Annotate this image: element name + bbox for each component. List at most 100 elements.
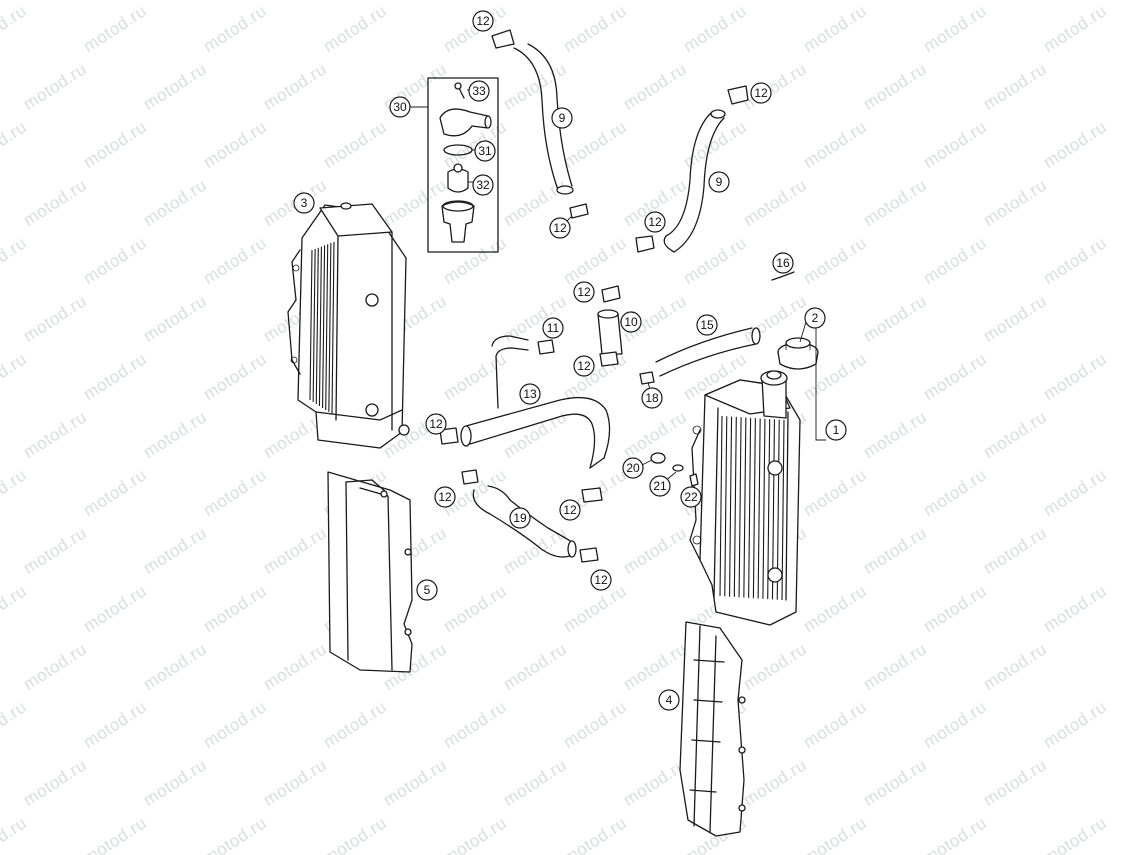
callout-4-label: 4: [666, 693, 673, 707]
callout-10-label: 10: [624, 315, 638, 329]
leader-1: [815, 318, 826, 441]
callout-12-b-label: 12: [754, 86, 768, 100]
connector-pipe-10: [597, 285, 623, 367]
callout-9-right: 9: [708, 171, 730, 193]
callout-12-c: 12: [549, 217, 571, 239]
callout-15-label: 15: [700, 318, 714, 332]
callout-13-label: 13: [523, 387, 537, 401]
hose-11: [491, 335, 555, 409]
radiator-fin: [743, 417, 747, 598]
left-radiator: [287, 202, 410, 449]
callout-22-label: 22: [684, 490, 698, 504]
callout-20-label: 20: [626, 461, 640, 475]
callout-11-label: 11: [547, 321, 560, 335]
callout-9-left-label: 9: [559, 111, 566, 125]
radiator-fin: [757, 418, 761, 599]
callout-4: 4: [658, 689, 680, 711]
callout-20: 20: [622, 457, 644, 479]
callout-2: 2: [804, 307, 826, 329]
callout-12-a-label: 12: [476, 14, 490, 28]
callout-12-e-label: 12: [577, 285, 591, 299]
radiator-fin: [318, 246, 322, 407]
callout-33-label: 33: [472, 84, 486, 98]
callout-1: 1: [825, 419, 847, 441]
radiator-fin: [322, 245, 326, 409]
callout-12-g-label: 12: [429, 417, 443, 431]
callout-1-label: 1: [833, 423, 840, 437]
callout-19-label: 19: [513, 511, 527, 525]
callout-16: 16: [772, 252, 794, 274]
callout-5-label: 5: [424, 583, 431, 597]
callout-30: 30: [389, 96, 411, 118]
callout-12-b: 12: [750, 82, 772, 104]
hose-13: [439, 396, 611, 503]
callout-12-h-label: 12: [438, 490, 452, 504]
callout-3: 3: [293, 192, 315, 214]
radiator-fin: [752, 418, 756, 599]
callout-13: 13: [519, 383, 541, 405]
radiator-fin: [724, 416, 728, 597]
callout-12-c-label: 12: [553, 221, 567, 235]
callout-5: 5: [416, 579, 438, 601]
callout-11: 11: [542, 317, 564, 339]
radiator-fin: [728, 416, 733, 597]
callout-12-g: 12: [425, 413, 447, 435]
left-radiator-guard: [327, 471, 413, 673]
callout-3-label: 3: [301, 196, 308, 210]
callout-31-label: 31: [478, 144, 492, 158]
callout-30-label: 30: [393, 100, 407, 114]
callout-12-a: 12: [472, 10, 494, 32]
thermostat-assembly: [410, 77, 499, 253]
callout-21-label: 21: [653, 479, 667, 493]
right-radiator: [689, 370, 801, 626]
callout-19: 19: [509, 507, 531, 529]
callout-18-label: 18: [645, 391, 659, 405]
callout-22: 22: [680, 486, 702, 508]
radiator-fin: [315, 247, 319, 405]
radiator-fin: [762, 418, 766, 599]
callout-21: 21: [649, 475, 671, 497]
radiator-fin: [781, 419, 785, 601]
radiator-fin: [309, 249, 313, 401]
callout-12-h: 12: [434, 486, 456, 508]
callout-9-left: 9: [551, 107, 573, 129]
hose-15: [639, 327, 761, 385]
callout-2-label: 2: [812, 311, 819, 325]
callout-15: 15: [696, 314, 718, 336]
callout-12-d: 12: [644, 211, 666, 233]
callout-31: 31: [474, 140, 496, 162]
callout-12-f-label: 12: [577, 359, 591, 373]
callout-12-j-label: 12: [594, 573, 608, 587]
radiator-fin: [733, 416, 737, 597]
hose-9-right: [635, 85, 749, 253]
callout-12-i: 12: [559, 499, 581, 521]
callout-12-i-label: 12: [563, 503, 577, 517]
callout-16-label: 16: [776, 256, 790, 270]
radiator-fin: [325, 244, 329, 411]
drain-screw-parts: [639, 452, 699, 487]
callout-33: 33: [468, 80, 490, 102]
right-radiator-guard: [679, 621, 746, 837]
radiator-fin: [748, 417, 752, 598]
hose-9-left: [491, 29, 589, 227]
callout-12-j: 12: [590, 569, 612, 591]
leader-2: [799, 321, 807, 343]
radiator-fin: [719, 415, 723, 597]
callout-12-d-label: 12: [648, 215, 662, 229]
radiator-fin: [328, 243, 332, 413]
callout-18: 18: [641, 387, 663, 409]
callout-32-label: 32: [476, 178, 490, 192]
callout-10: 10: [620, 311, 642, 333]
callout-12-e: 12: [573, 281, 595, 303]
radiator-cap: [777, 337, 819, 370]
callout-9-right-label: 9: [716, 175, 723, 189]
radiator-fin: [331, 241, 335, 415]
callout-32: 32: [472, 174, 494, 196]
radiator-fin: [312, 248, 316, 403]
radiator-fin: [767, 419, 771, 600]
callout-12-f: 12: [573, 355, 595, 377]
clamp-16: [771, 271, 795, 281]
hose-19: [461, 469, 599, 563]
